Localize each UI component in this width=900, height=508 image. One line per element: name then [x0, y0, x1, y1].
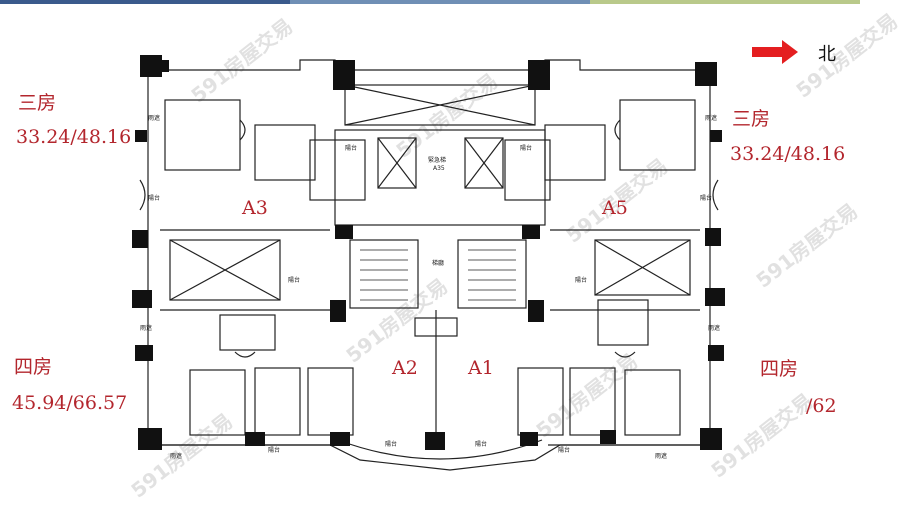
plan-label-rain-shed: 雨遮 [708, 324, 720, 332]
plan-label-balcony: 陽台 [345, 144, 357, 152]
plan-label-balcony: 陽台 [385, 440, 397, 448]
left-top-rooms: 三房 [18, 92, 57, 114]
left-bottom-rooms: 四房 [14, 356, 53, 378]
right-top-rooms: 三房 [732, 108, 771, 130]
plan-label-elevator-lobby: 緊急梯 [428, 156, 446, 164]
unit-label-a2: A2 [392, 357, 418, 379]
plan-label-rain-shed: 雨遮 [140, 324, 152, 332]
top-color-strip [0, 0, 900, 4]
plan-label-balcony: 陽台 [288, 276, 300, 284]
plan-label-lobby: 梯廳 [432, 259, 444, 267]
left-top-area: 33.24/48.16 [16, 126, 132, 148]
plan-label-rain-shed: 雨遮 [655, 452, 667, 460]
left-bottom-area: 45.94/66.57 [12, 392, 128, 414]
plan-label-balcony: 陽台 [520, 144, 532, 152]
plan-label-rain-shed: 雨遮 [705, 114, 717, 122]
plan-label-unit-code: A35 [433, 165, 445, 172]
north-label: 北 [818, 44, 836, 65]
plan-label-balcony: 陽台 [700, 194, 712, 202]
right-bottom-rooms: 四房 [760, 358, 799, 380]
right-bottom-area: /62 [806, 395, 837, 417]
unit-label-a1: A1 [468, 357, 494, 379]
plan-label-rain-shed: 雨遮 [148, 114, 160, 122]
plan-label-balcony: 陽台 [558, 446, 570, 454]
unit-label-a3: A3 [242, 197, 268, 219]
plan-label-balcony: 陽台 [148, 194, 160, 202]
right-top-area: 33.24/48.16 [730, 143, 846, 165]
plan-label-balcony: 陽台 [575, 276, 587, 284]
plan-label-balcony: 陽台 [475, 440, 487, 448]
north-arrow-icon [752, 40, 798, 64]
unit-label-a5: A5 [602, 197, 628, 219]
plan-label-balcony: 陽台 [268, 446, 280, 454]
plan-label-rain-shed: 雨遮 [170, 452, 182, 460]
arrow-shape [752, 40, 798, 64]
